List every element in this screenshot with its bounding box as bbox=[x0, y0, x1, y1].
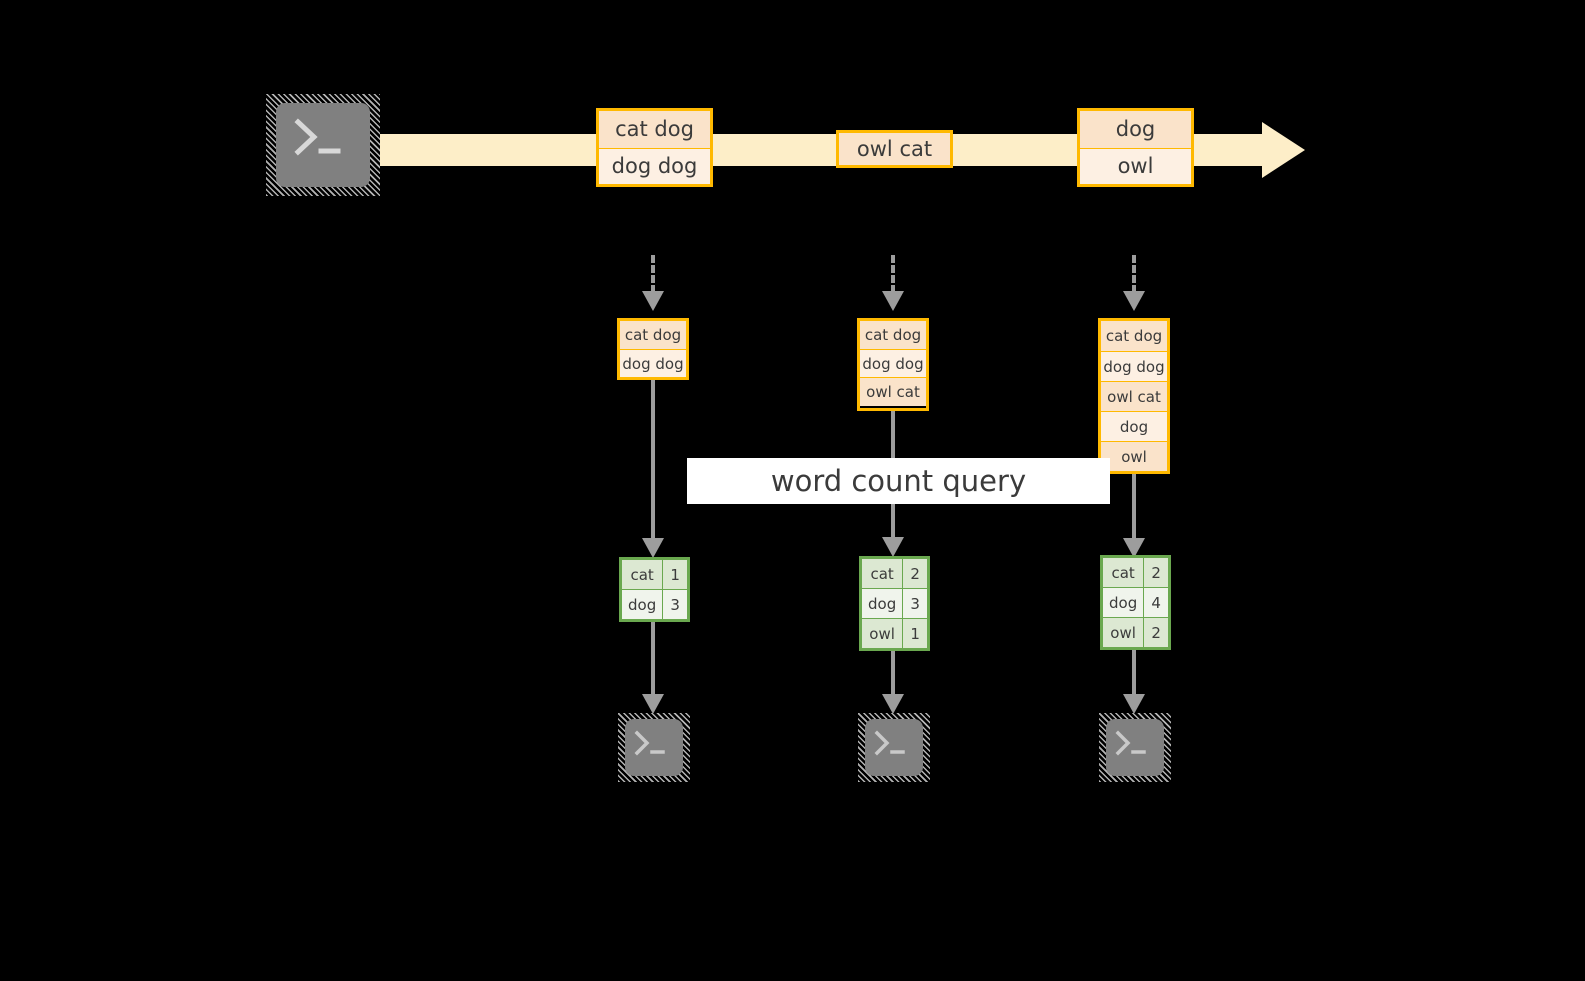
result-count: 1 bbox=[902, 619, 927, 648]
result-table-3: cat 2 dog 4 owl 2 bbox=[1100, 555, 1171, 650]
batch-row: owl cat bbox=[839, 133, 950, 165]
result-row: owl 1 bbox=[862, 618, 927, 648]
consumer-terminal-icon-1 bbox=[618, 713, 690, 782]
connector-result-to-consumer-1 bbox=[633, 622, 673, 717]
timeline-batch-2: owl cat bbox=[836, 130, 953, 168]
connector-arrowhead bbox=[642, 538, 664, 558]
producer-terminal-icon bbox=[266, 94, 380, 196]
connector-arrowhead bbox=[1123, 694, 1145, 714]
result-count: 1 bbox=[662, 560, 687, 589]
connector-arrowhead bbox=[1123, 291, 1145, 311]
connector-arrowhead bbox=[1123, 538, 1145, 558]
result-word: dog bbox=[1103, 588, 1144, 617]
result-row: cat 2 bbox=[862, 559, 927, 588]
result-count: 2 bbox=[1143, 558, 1168, 587]
timeline-batch-1: cat dog dog dog bbox=[596, 108, 713, 187]
connector-input-to-result-3 bbox=[1114, 474, 1154, 562]
terminal-body bbox=[625, 719, 683, 776]
result-row: dog 3 bbox=[862, 588, 927, 618]
result-row: cat 1 bbox=[622, 560, 687, 589]
connector-line bbox=[1132, 255, 1136, 293]
input-row: owl bbox=[1101, 441, 1167, 471]
connector-timeline-to-input-2 bbox=[873, 255, 913, 315]
terminal-body bbox=[865, 719, 923, 776]
connector-result-to-consumer-2 bbox=[873, 651, 913, 717]
result-word: dog bbox=[862, 589, 903, 618]
connector-timeline-to-input-3 bbox=[1114, 255, 1154, 315]
terminal-prompt-glyph bbox=[294, 118, 341, 156]
terminal-body bbox=[1106, 719, 1164, 776]
query-banner: word count query bbox=[687, 458, 1110, 504]
connector-timeline-to-input-1 bbox=[633, 255, 673, 315]
result-word: dog bbox=[622, 590, 663, 619]
connector-result-to-consumer-3 bbox=[1114, 650, 1154, 717]
connector-line bbox=[651, 255, 655, 293]
query-banner-label: word count query bbox=[770, 464, 1027, 498]
connector-arrowhead bbox=[882, 694, 904, 714]
connector-arrowhead bbox=[642, 291, 664, 311]
input-row: cat dog bbox=[860, 321, 926, 349]
result-word: cat bbox=[1103, 558, 1144, 587]
result-row: dog 3 bbox=[622, 589, 687, 619]
timeline-arrow-head bbox=[1262, 122, 1305, 178]
connector-arrowhead bbox=[882, 537, 904, 557]
result-word: cat bbox=[862, 559, 903, 588]
connector-input-to-result-1 bbox=[633, 380, 673, 560]
batch-row: dog dog bbox=[599, 147, 710, 184]
result-word: cat bbox=[622, 560, 663, 589]
result-table-1: cat 1 dog 3 bbox=[619, 557, 690, 622]
terminal-prompt-glyph bbox=[1115, 730, 1146, 756]
input-row: dog dog bbox=[620, 349, 686, 377]
connector-line bbox=[1132, 474, 1136, 544]
result-count: 2 bbox=[902, 559, 927, 588]
consumer-terminal-icon-2 bbox=[858, 713, 930, 782]
result-row: dog 4 bbox=[1103, 587, 1168, 617]
terminal-prompt-glyph bbox=[634, 730, 665, 756]
timeline-batch-3: dog owl bbox=[1077, 108, 1194, 187]
input-row: dog dog bbox=[860, 349, 926, 377]
connector-line bbox=[891, 255, 895, 293]
result-count: 3 bbox=[662, 590, 687, 619]
input-table-1: cat dog dog dog bbox=[617, 318, 689, 380]
result-table-2: cat 2 dog 3 owl 1 bbox=[859, 556, 930, 651]
result-count: 2 bbox=[1143, 618, 1168, 647]
connector-line bbox=[651, 380, 655, 544]
result-word: owl bbox=[1103, 618, 1144, 647]
result-row: cat 2 bbox=[1103, 558, 1168, 587]
terminal-prompt-glyph bbox=[874, 730, 905, 756]
connector-line bbox=[651, 622, 655, 700]
input-row: cat dog bbox=[1101, 321, 1167, 351]
result-word: owl bbox=[862, 619, 903, 648]
input-table-3: cat dog dog dog owl cat dog owl bbox=[1098, 318, 1170, 474]
input-row: dog bbox=[1101, 411, 1167, 441]
input-row: cat dog bbox=[620, 321, 686, 349]
batch-row: owl bbox=[1080, 147, 1191, 184]
connector-arrowhead bbox=[642, 694, 664, 714]
connector-line bbox=[1132, 650, 1136, 700]
input-row: owl cat bbox=[1101, 381, 1167, 411]
input-row: owl cat bbox=[860, 377, 926, 406]
terminal-body bbox=[276, 103, 370, 187]
consumer-terminal-icon-3 bbox=[1099, 713, 1171, 782]
result-row: owl 2 bbox=[1103, 617, 1168, 647]
result-count: 4 bbox=[1143, 588, 1168, 617]
batch-row: cat dog bbox=[599, 111, 710, 148]
connector-arrowhead bbox=[882, 291, 904, 311]
input-table-2: cat dog dog dog owl cat bbox=[857, 318, 929, 411]
batch-row: dog bbox=[1080, 111, 1191, 148]
input-row: dog dog bbox=[1101, 351, 1167, 381]
connector-line bbox=[891, 651, 895, 700]
result-count: 3 bbox=[902, 589, 927, 618]
